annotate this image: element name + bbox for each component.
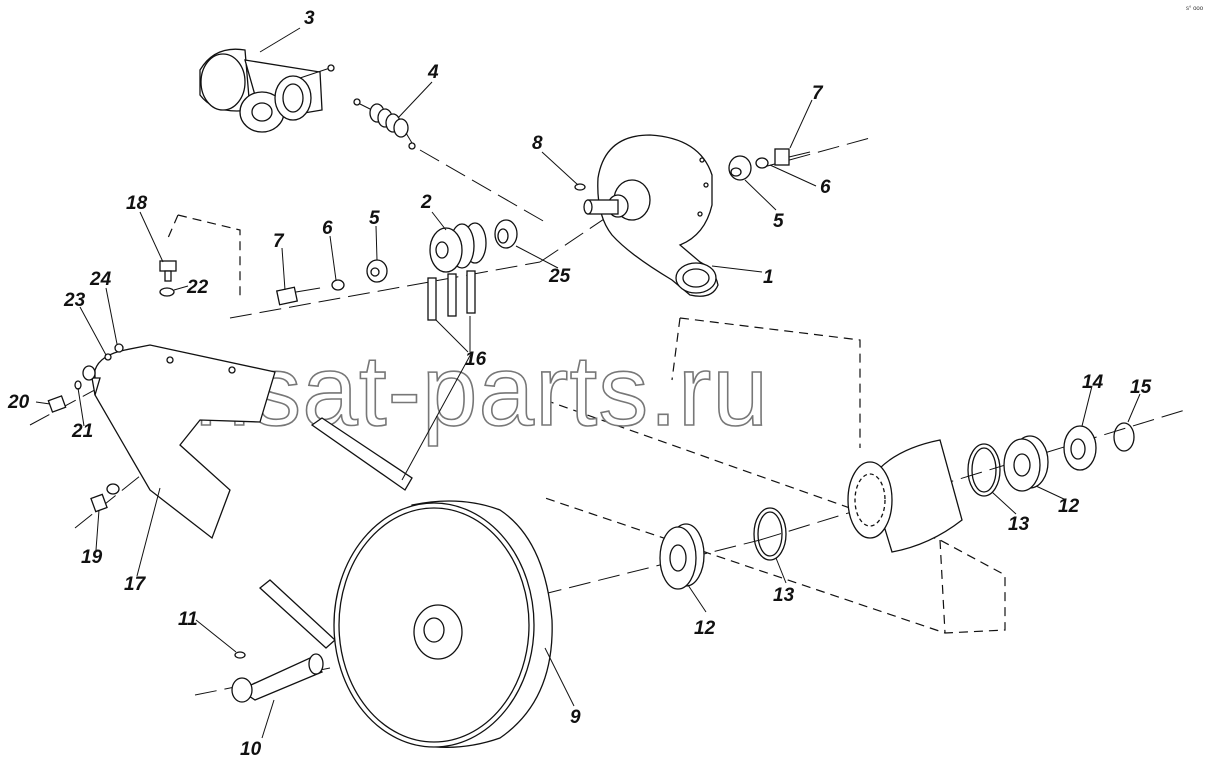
fan-housing: [583, 134, 719, 297]
seal: [1063, 425, 1097, 471]
snap-ring: [1113, 422, 1135, 452]
callout-17: 17: [124, 574, 147, 595]
callout-6-left: 6: [322, 218, 333, 239]
fastener-set-left: [275, 259, 388, 306]
pulley: [429, 222, 487, 273]
belt-guard: [91, 344, 276, 540]
bearing-housing: [847, 439, 963, 553]
callout-14: 14: [1082, 372, 1104, 393]
bearing-lower: [659, 523, 705, 590]
callout-10: 10: [240, 739, 262, 760]
callout-13-lower: 13: [773, 585, 795, 606]
callout-16: 16: [465, 349, 487, 370]
shaft: [231, 653, 324, 703]
callout-1: 1: [763, 267, 774, 288]
large-pulley-wheel: [333, 500, 553, 748]
callout-22: 22: [186, 277, 209, 298]
callout-9: 9: [570, 707, 581, 728]
callout-20: 20: [7, 392, 30, 413]
callout-5-right: 5: [773, 211, 784, 232]
callout-13-upper: 13: [1008, 514, 1030, 535]
callout-24: 24: [89, 269, 112, 290]
callouts: 1 2 3 4 5 5 6 6 7 7 8 9 10 11 12 12 13 1…: [7, 8, 1152, 760]
leader-lines: [35, 27, 1141, 739]
tensioner-assembly: [199, 48, 335, 133]
callout-15: 15: [1130, 377, 1152, 398]
circlip-upper: [967, 443, 1001, 497]
callout-6-right: 6: [820, 177, 831, 198]
spring: [353, 98, 416, 150]
callout-7-left: 7: [273, 231, 285, 252]
bearing-upper: [1003, 435, 1049, 492]
callout-19: 19: [81, 547, 103, 568]
callout-21: 21: [71, 421, 93, 442]
callout-23: 23: [63, 290, 86, 311]
circlip-lower: [753, 507, 787, 561]
callout-2: 2: [420, 192, 432, 213]
callout-12-upper: 12: [1058, 496, 1080, 517]
corner-code: s° ooo: [1186, 6, 1204, 12]
callout-3: 3: [304, 8, 315, 29]
callout-11: 11: [178, 609, 198, 630]
key-part-8: [574, 183, 586, 191]
callout-7-right: 7: [812, 83, 824, 104]
key-part-11: [234, 651, 246, 659]
fastener-set-right: [728, 148, 811, 181]
callout-8: 8: [532, 133, 543, 154]
washer-25: [494, 219, 518, 249]
small-hardware: [47, 260, 177, 513]
callout-18: 18: [126, 193, 148, 214]
callout-25: 25: [548, 266, 571, 287]
callout-5-left: 5: [369, 208, 380, 229]
callout-12-lower: 12: [694, 618, 716, 639]
callout-4: 4: [427, 62, 439, 83]
